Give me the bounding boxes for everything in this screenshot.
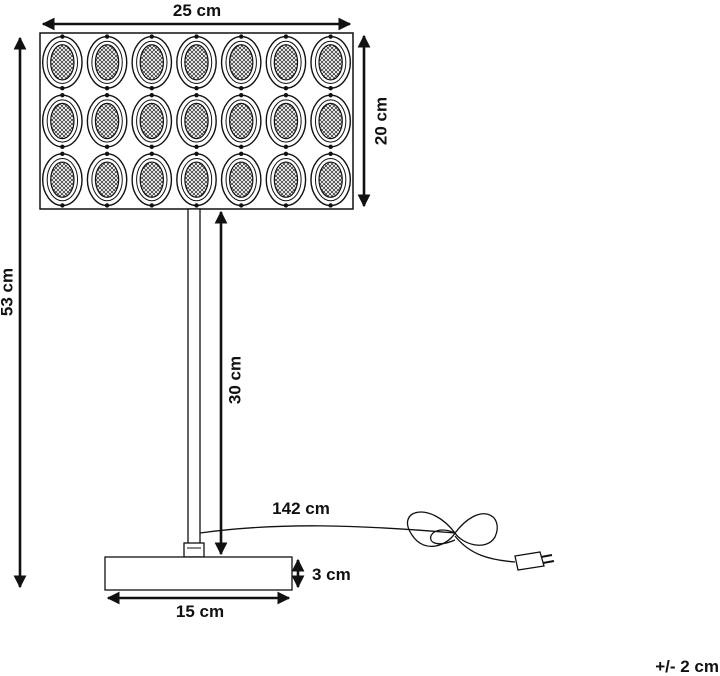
base-height-label: 3 cm — [312, 565, 351, 584]
shade-height-label: 20 cm — [371, 97, 390, 145]
shade-cell — [86, 34, 128, 91]
shade-cell — [265, 151, 307, 208]
tolerance-label: +/- 2 cm — [655, 657, 719, 676]
shade-cell — [176, 34, 217, 91]
shade-cell — [310, 34, 352, 91]
pole-height-label: 30 cm — [225, 356, 244, 404]
shade-pattern — [41, 34, 352, 208]
shade-cell — [265, 92, 307, 150]
shade-cell — [176, 92, 217, 150]
shade-cell — [176, 151, 217, 208]
total-height-label: 53 cm — [0, 268, 16, 316]
shade-cell — [220, 151, 262, 208]
base-width-label: 15 cm — [176, 602, 224, 621]
shade-cell — [41, 151, 83, 208]
shade-cell — [86, 151, 128, 208]
cable-length-label: 142 cm — [272, 499, 330, 518]
shade-cell — [220, 34, 262, 91]
shade-cell — [131, 34, 173, 91]
power-plug — [514, 551, 555, 571]
shade-cell — [220, 92, 262, 150]
shade-cell — [131, 151, 173, 208]
shade-cell — [41, 34, 83, 91]
lamp-shade — [39, 32, 354, 210]
shade-cell — [86, 92, 128, 150]
shade-cell — [265, 34, 307, 91]
shade-cell — [41, 92, 83, 150]
dimension-arrows — [13, 17, 371, 605]
lamp-pole — [183, 208, 205, 558]
shade-cell — [310, 92, 352, 150]
shade-cell — [131, 92, 173, 150]
power-cable — [199, 511, 516, 563]
shade-cell — [310, 151, 352, 208]
lamp-base — [104, 556, 293, 591]
shade-width-label: 25 cm — [173, 1, 221, 20]
